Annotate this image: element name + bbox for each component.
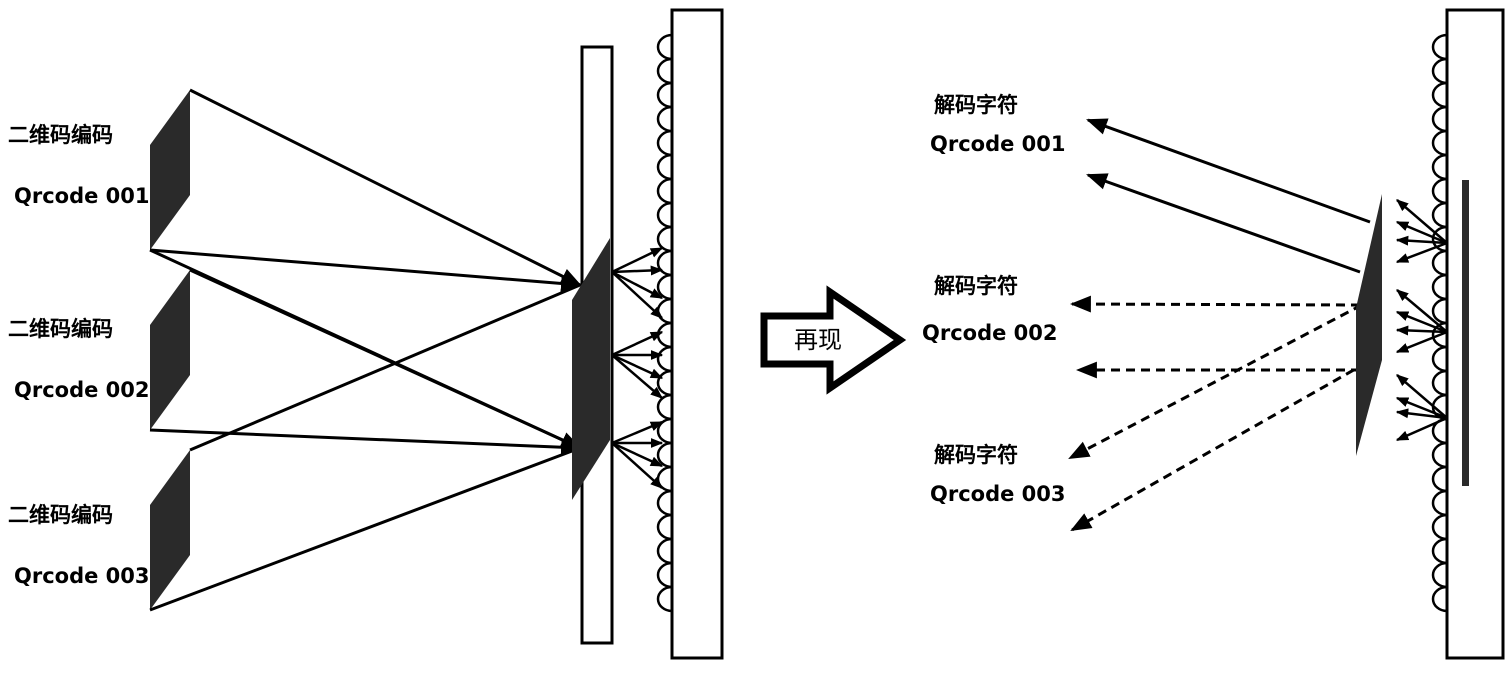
output-rays-dashed [1068,295,1381,532]
right-label-title-2: 解码字符 [934,274,1018,298]
lenslet-array-left [656,33,673,613]
reconstruct-arrow [760,285,907,395]
reconstruct-hologram [1356,194,1382,456]
recording-rays [149,88,583,612]
right-label-title-3: 解码字符 [934,443,1018,467]
left-label-title-3: 二维码编码 [8,503,113,527]
lens-plate-right [1445,8,1505,660]
right-label-code-3: Qrcode 003 [930,482,1066,506]
qrcode-plate-001 [150,90,190,250]
lens-plate-left [670,8,724,660]
left-label-title-1: 二维码编码 [8,123,113,147]
left-label-code-1: Qrcode 001 [14,184,150,208]
left-label-code-2: Qrcode 002 [14,378,150,402]
transition-label: 再现 [794,326,842,354]
qrcode-plate-003 [150,450,190,610]
right-label-code-1: Qrcode 001 [930,132,1066,156]
output-rays-solid [1086,118,1371,274]
left-label-title-2: 二维码编码 [8,317,113,341]
right-label-title-1: 解码字符 [934,93,1018,117]
lenslet-rays-right [1395,199,1448,442]
illumination-bar [1462,180,1469,486]
right-label-code-2: Qrcode 002 [922,321,1058,345]
qrcode-plate-002 [150,270,190,430]
lenslet-rays-left [611,246,664,489]
left-label-code-3: Qrcode 003 [14,564,150,588]
hologram-wedge [572,238,610,500]
